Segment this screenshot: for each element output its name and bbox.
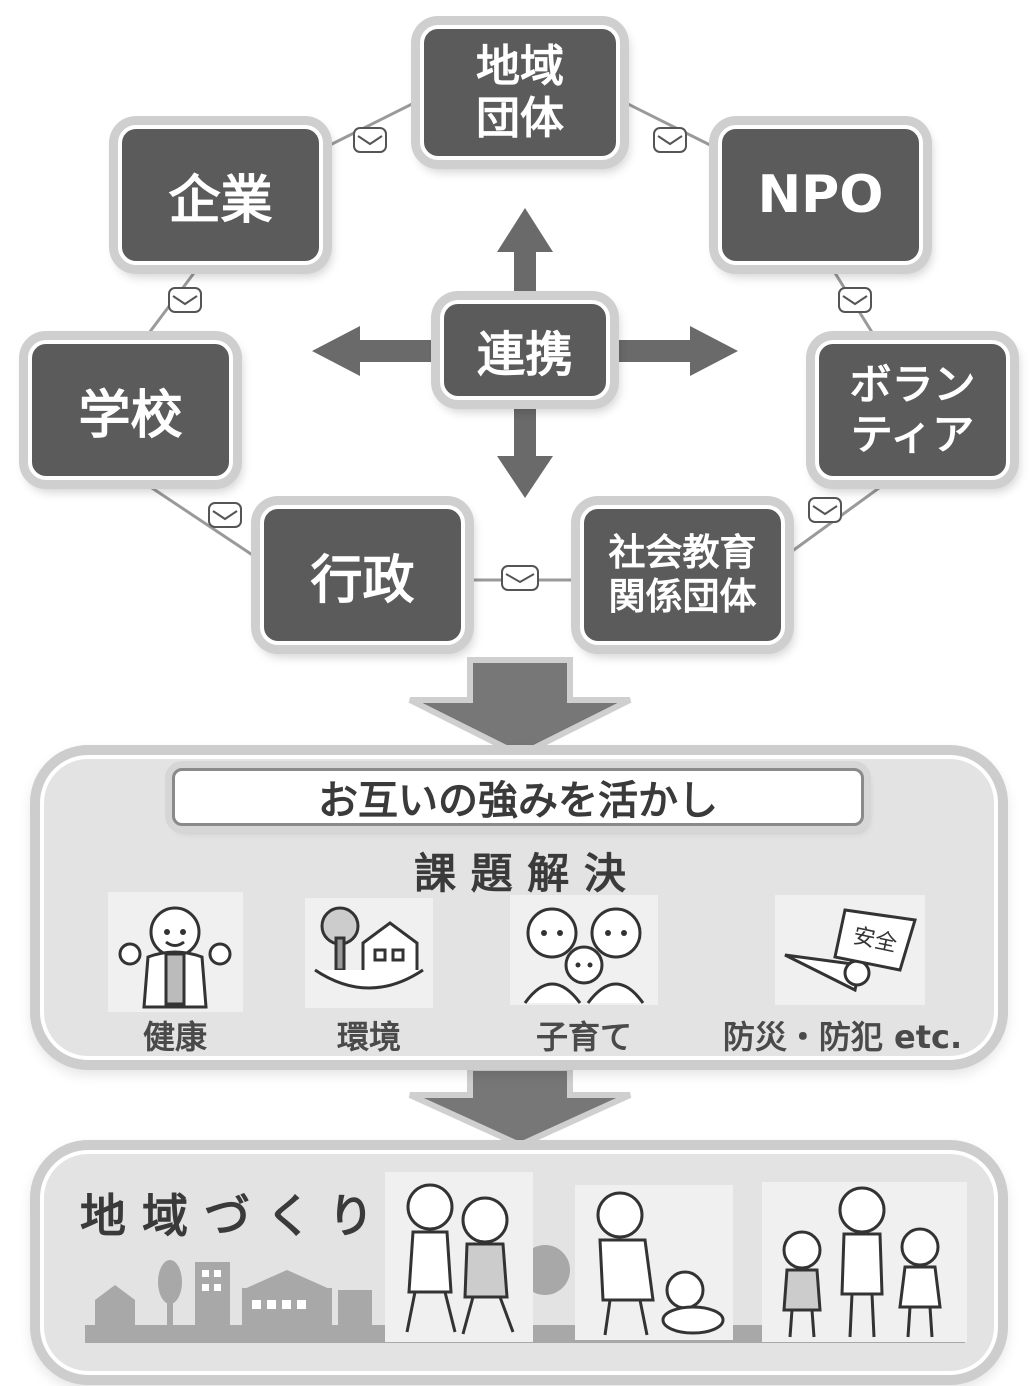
node-gyosei: 行政 [260,505,465,645]
issue-label-health: 健康 [142,1018,207,1056]
node-gyosei-label: 行政 [310,550,415,611]
handshake-icon [501,565,539,591]
childcare-illustration [510,895,658,1005]
family-group-icon [782,1186,942,1338]
node-kigyo-label: 企業 [168,170,273,231]
strengths-banner: お互いの強みを活かし [172,768,864,826]
center-label: 連携 [476,327,573,383]
issue-label-safety: 防災・防犯 etc. [722,1018,963,1056]
issue-label-environment: 環境 [336,1018,401,1056]
handshake-icon [353,127,387,153]
issue-label-childcare: 子育て [535,1018,632,1056]
family-group-illustration [762,1182,967,1342]
node-npo: NPO [718,125,923,265]
collaboration-arrows [312,208,738,498]
elder-baby-icon [596,1191,725,1336]
node-kigyo: 企業 [118,125,323,265]
family-icon [523,907,645,1004]
health-illustration [108,892,243,1012]
handshake-icon [168,287,202,313]
handshake-icon [838,287,872,313]
node-chiiki-dantai: 地域 団体 [420,25,620,160]
strengths-banner-text: お互いの強みを活かし [318,778,718,824]
node-shakai-kyoiku-label: 社会教育 関係団体 [608,531,757,618]
node-chiiki-dantai-label: 地域 団体 [476,40,564,144]
walking-people-illustration [385,1172,533,1342]
walking-people-icon [405,1183,515,1335]
handshake-icon [808,497,842,523]
community-title: 地 域 づ く り [80,1189,375,1243]
person-scarf-icon [118,906,232,1009]
elder-baby-illustration [575,1185,733,1340]
problem-solving-title: 課 題 解 決 [414,849,626,898]
tree-house-icon [314,906,424,990]
node-npo-label: NPO [757,165,884,225]
partnership-ring [138,98,891,591]
node-gakko-label: 学校 [78,385,183,446]
safety-illustration: 安全 [775,895,925,1005]
handshake-icon [653,127,687,153]
node-volunteer-label: ボラン ティア [849,360,976,459]
node-rengei: 連携 [440,300,610,400]
handshake-icon [208,502,242,528]
environment-illustration [305,898,433,1008]
handshake-icons [168,127,872,591]
node-volunteer: ボラン ティア [815,340,1010,480]
safety-flag-icon: 安全 [784,908,917,993]
node-gakko: 学校 [28,340,233,480]
node-shakai-kyoiku: 社会教育 関係団体 [580,505,785,645]
